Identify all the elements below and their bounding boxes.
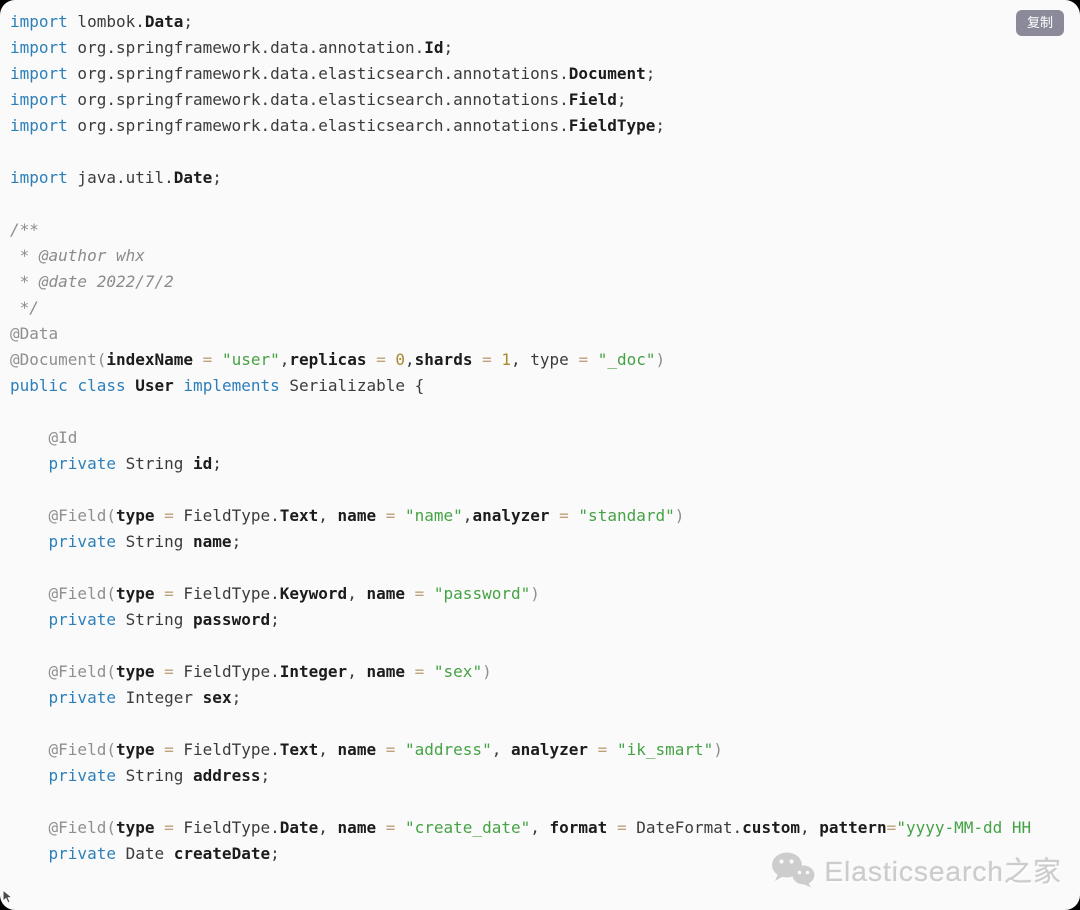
code-line (10, 139, 1080, 165)
code-line: @Id (48, 428, 78, 447)
code-line: * @date 2022/7/2 (10, 272, 174, 291)
code-line (10, 477, 1080, 503)
code-line: public class User implements Serializabl… (10, 376, 425, 395)
code-line: @Field(type = FieldType.Text, name = "na… (48, 506, 685, 525)
code-line: import java.util.Date; (10, 168, 222, 187)
code-line: import org.springframework.data.elastics… (10, 90, 627, 109)
code-line (10, 399, 1080, 425)
code-line: private String id; (48, 454, 222, 473)
code-line: private String password; (48, 610, 280, 629)
code-line: @Document(indexName = "user",replicas = … (10, 350, 666, 369)
code-line (10, 633, 1080, 659)
code-line: @Field(type = FieldType.Integer, name = … (48, 662, 492, 681)
code-line: */ (10, 298, 39, 317)
code-line: import lombok.Data; (10, 12, 194, 31)
code-line (10, 789, 1080, 815)
code-line: @Field(type = FieldType.Keyword, name = … (48, 584, 540, 603)
code-line: @Field(type = FieldType.Text, name = "ad… (48, 740, 723, 759)
code-line: private String name; (48, 532, 242, 551)
mouse-cursor (2, 888, 15, 909)
copy-button[interactable]: 复制 (1015, 10, 1064, 36)
code-line: import org.springframework.data.elastics… (10, 116, 666, 135)
code-line: import org.springframework.data.annotati… (10, 38, 454, 57)
code-line (10, 555, 1080, 581)
code-line: * @author whx (10, 246, 145, 265)
code-line: /** (10, 220, 39, 239)
code-block: import lombok.Data; import org.springfram… (10, 9, 1080, 910)
code-line (10, 191, 1080, 217)
code-line: private Integer sex; (48, 688, 242, 707)
code-line: private Date createDate; (48, 844, 280, 863)
code-line: @Data (10, 324, 59, 343)
code-line: private String address; (48, 766, 271, 785)
code-line: @Field(type = FieldType.Date, name = "cr… (48, 818, 1032, 837)
code-line (10, 711, 1080, 737)
code-line: import org.springframework.data.elastics… (10, 64, 656, 83)
